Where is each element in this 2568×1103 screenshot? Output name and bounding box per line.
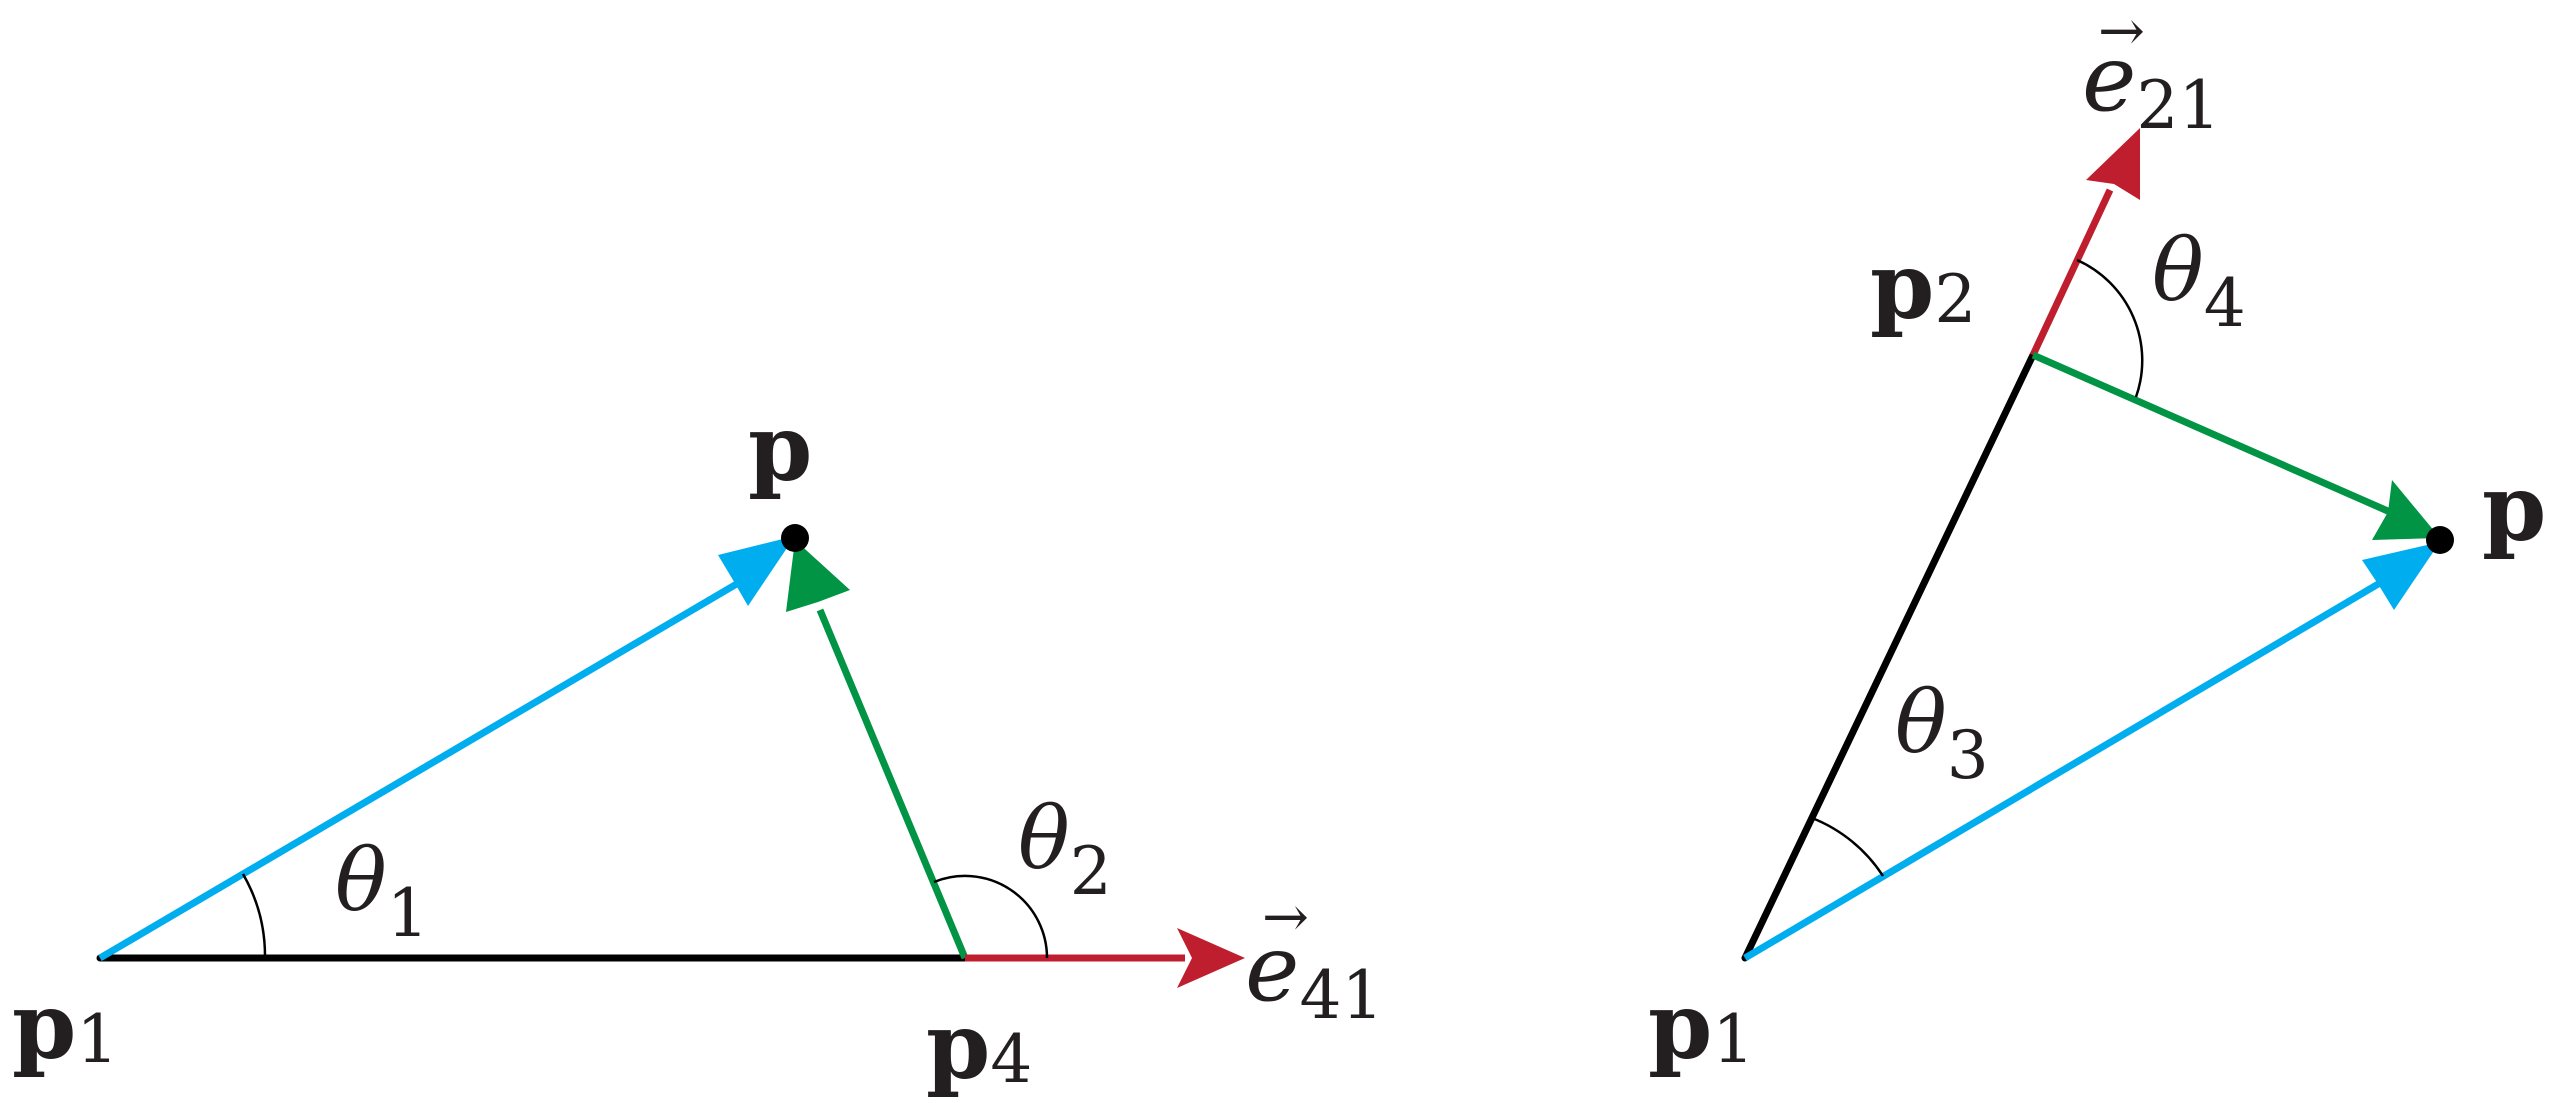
vector-p2-to-p-arrowhead [2372,480,2440,540]
label-p1-right: p1 [1648,972,1754,1080]
label-p1: p1 [12,972,118,1080]
vector-p4-to-p-arrowhead [786,540,850,612]
angle-arc-theta2 [933,874,1049,959]
label-theta4: θ4 [2152,221,2246,342]
angle-arc-theta4 [2076,258,2144,398]
angle-arc-theta1 [241,873,267,959]
label-theta2: θ2 [1018,789,1112,910]
vector-e21 [2029,188,2114,357]
label-theta3: θ3 [1895,673,1989,794]
left-figure: p p1 p4 θ1 θ2 → e41 [12,394,1383,1100]
vector-p1-to-p-arrowhead [718,536,795,606]
label-p4: p4 [926,992,1032,1100]
vector-p1-to-p [98,578,742,962]
right-figure: p p1 p2 θ3 θ4 → e21 [1648,0,2546,1080]
angle-arc-theta3 [1811,816,1885,877]
svg-text:e41: e41 [1245,915,1383,1034]
vector-p1-to-p-right-arrowhead [2362,542,2440,610]
point-p [781,524,809,552]
label-e21: → e21 [2082,0,2220,144]
vector-p2-to-p [2031,351,2392,516]
svg-text:→: → [1262,885,1309,950]
label-theta1: θ1 [335,831,429,952]
label-p2: p2 [1870,232,1976,340]
vector-p1-to-p-right [1743,576,2387,962]
svg-text:→: → [2098,0,2145,64]
vector-e41-arrowhead [1177,928,1245,988]
label-e41: → e41 [1245,885,1383,1034]
edge-p1-p2 [1741,351,2037,962]
vector-p4-to-p [816,608,969,960]
point-p-right [2426,526,2454,554]
label-p: p [748,394,812,502]
svg-text:e21: e21 [2082,25,2220,144]
label-p-right: p [2482,454,2546,562]
vector-e21-arrowhead [2086,128,2140,200]
